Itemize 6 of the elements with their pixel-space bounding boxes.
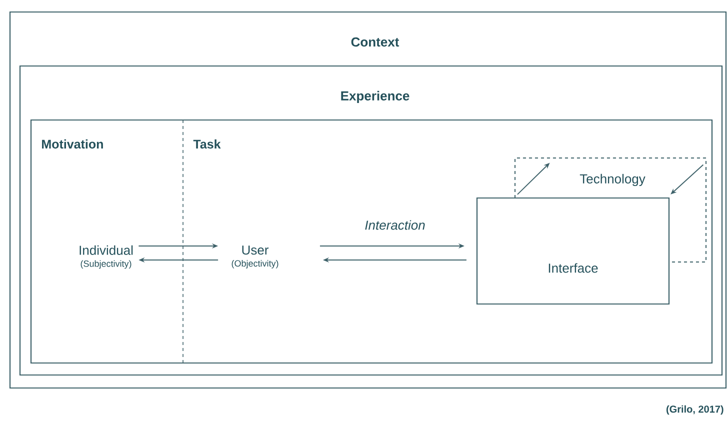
interface-box: Interface	[476, 197, 670, 305]
edge-label: Interaction	[364, 219, 426, 231]
caption: (Grilo, 2017)	[666, 405, 724, 415]
dashed-box: Technology	[514, 158, 706, 262]
node-label: User (Objectivity)	[232, 246, 278, 268]
node-label: Individual (Subjectivity)	[80, 245, 133, 269]
